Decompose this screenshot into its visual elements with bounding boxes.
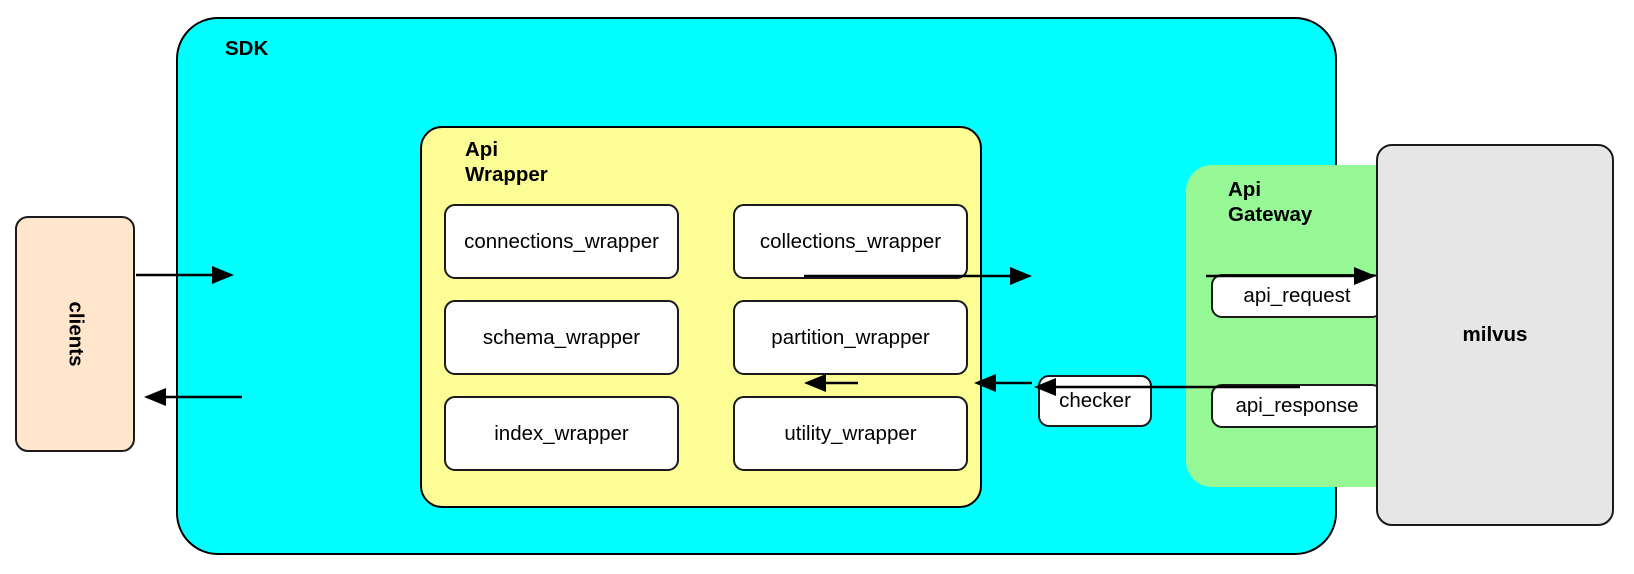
api-wrapper-container[interactable]: Api Wrapper connections_wrapper collecti… [420,126,982,508]
clients-node[interactable]: clients [15,216,135,452]
edge-api-response-to-checker [974,374,1032,392]
node-partition-wrapper[interactable]: partition_wrapper [733,300,968,375]
milvus-node[interactable]: milvus [1376,144,1614,526]
node-checker[interactable]: checker [1038,375,1152,427]
node-collections-wrapper[interactable]: collections_wrapper [733,204,968,279]
sdk-title: SDK [225,37,269,60]
milvus-label: milvus [1462,323,1528,346]
node-schema-wrapper[interactable]: schema_wrapper [444,300,679,375]
edge-api-request-to-milvus [1206,267,1376,285]
sdk-container[interactable]: SDK Api Wrapper connections_wrapper coll… [176,17,1416,555]
api-gateway-title: Api Gateway [1228,178,1313,226]
node-api-response[interactable]: api_response [1211,384,1383,428]
node-utility-wrapper[interactable]: utility_wrapper [733,396,968,471]
edge-clients-to-api-wrapper [136,266,234,284]
edge-milvus-to-api-response [1034,378,1300,396]
api-gateway-container[interactable]: Api Gateway api_request api_response [1186,165,1416,487]
node-index-wrapper[interactable]: index_wrapper [444,396,679,471]
api-wrapper-title: Api Wrapper [465,138,548,186]
node-connections-wrapper[interactable]: connections_wrapper [444,204,679,279]
edge-api-wrapper-to-clients [144,388,242,406]
edge-api-wrapper-to-api-gateway [804,267,1032,285]
edge-checker-to-api-wrapper [804,374,858,392]
